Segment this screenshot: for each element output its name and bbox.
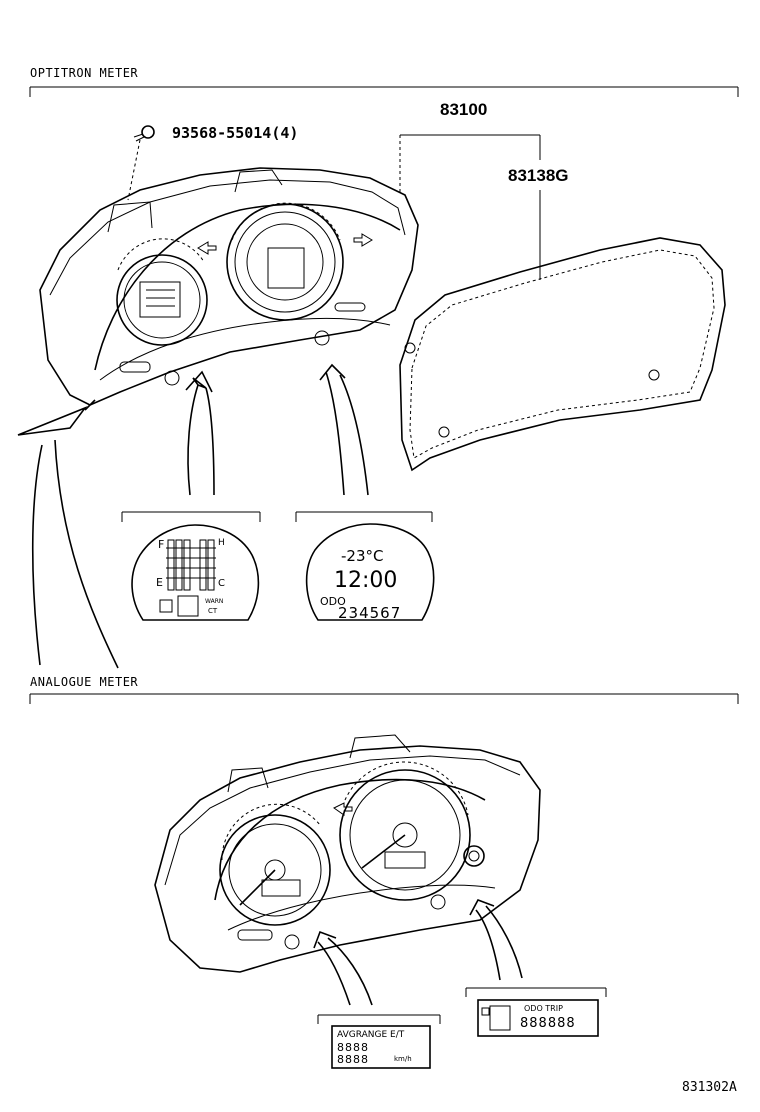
screw-icon: [127, 125, 155, 201]
meter-assembly-part-number: 83100: [440, 100, 488, 119]
meter-glass: [399, 237, 726, 472]
glass-part-number: 83138G: [508, 166, 569, 185]
avg-range-title: AVGRANGE E/T: [337, 1030, 405, 1040]
outside-temperature: -23°C: [341, 547, 384, 565]
optitron-section-label: OPTITRON METER: [30, 66, 139, 80]
avg-range-digits-top: 8888: [337, 1041, 369, 1054]
analogue-arrows: [313, 899, 523, 1006]
warn-label: WARN: [205, 598, 224, 605]
clock-time: 12:00: [334, 568, 398, 593]
optitron-detail-brackets: [121, 511, 433, 522]
clock-odo-display: [305, 523, 435, 621]
odo-trip-display: [477, 999, 599, 1037]
part-leaders: [399, 134, 541, 280]
odo-trip-title: ODO TRIP: [524, 1004, 563, 1013]
fuel-full-label: F: [158, 538, 165, 551]
optitron-bracket: [29, 86, 739, 97]
screw-part-number: 93568-55014(4): [172, 124, 299, 142]
optitron-arrows: [17, 363, 369, 669]
odo-value: 234567: [338, 604, 402, 622]
analogue-bracket: [29, 693, 739, 704]
odo-trip-digits: 888888: [520, 1016, 576, 1031]
fuel-empty-label: E: [156, 576, 163, 589]
avg-range-unit: km/h: [394, 1055, 412, 1063]
avg-range-digits-bottom: 8888: [337, 1053, 369, 1066]
avg-range-display: [331, 1025, 431, 1069]
analogue-detail-brackets: [317, 987, 607, 1024]
analogue-meter-body: [154, 734, 541, 973]
temp-cold-label: C: [218, 578, 225, 589]
fuel-temp-display: [131, 524, 260, 621]
figure-code: 831302A: [682, 1080, 737, 1095]
analogue-section-label: ANALOGUE METER: [30, 675, 139, 689]
odo-label: ODO: [320, 595, 346, 608]
optitron-meter-body: [39, 167, 419, 406]
ct-label: CT: [208, 607, 218, 615]
temp-hot-label: H: [218, 538, 225, 548]
